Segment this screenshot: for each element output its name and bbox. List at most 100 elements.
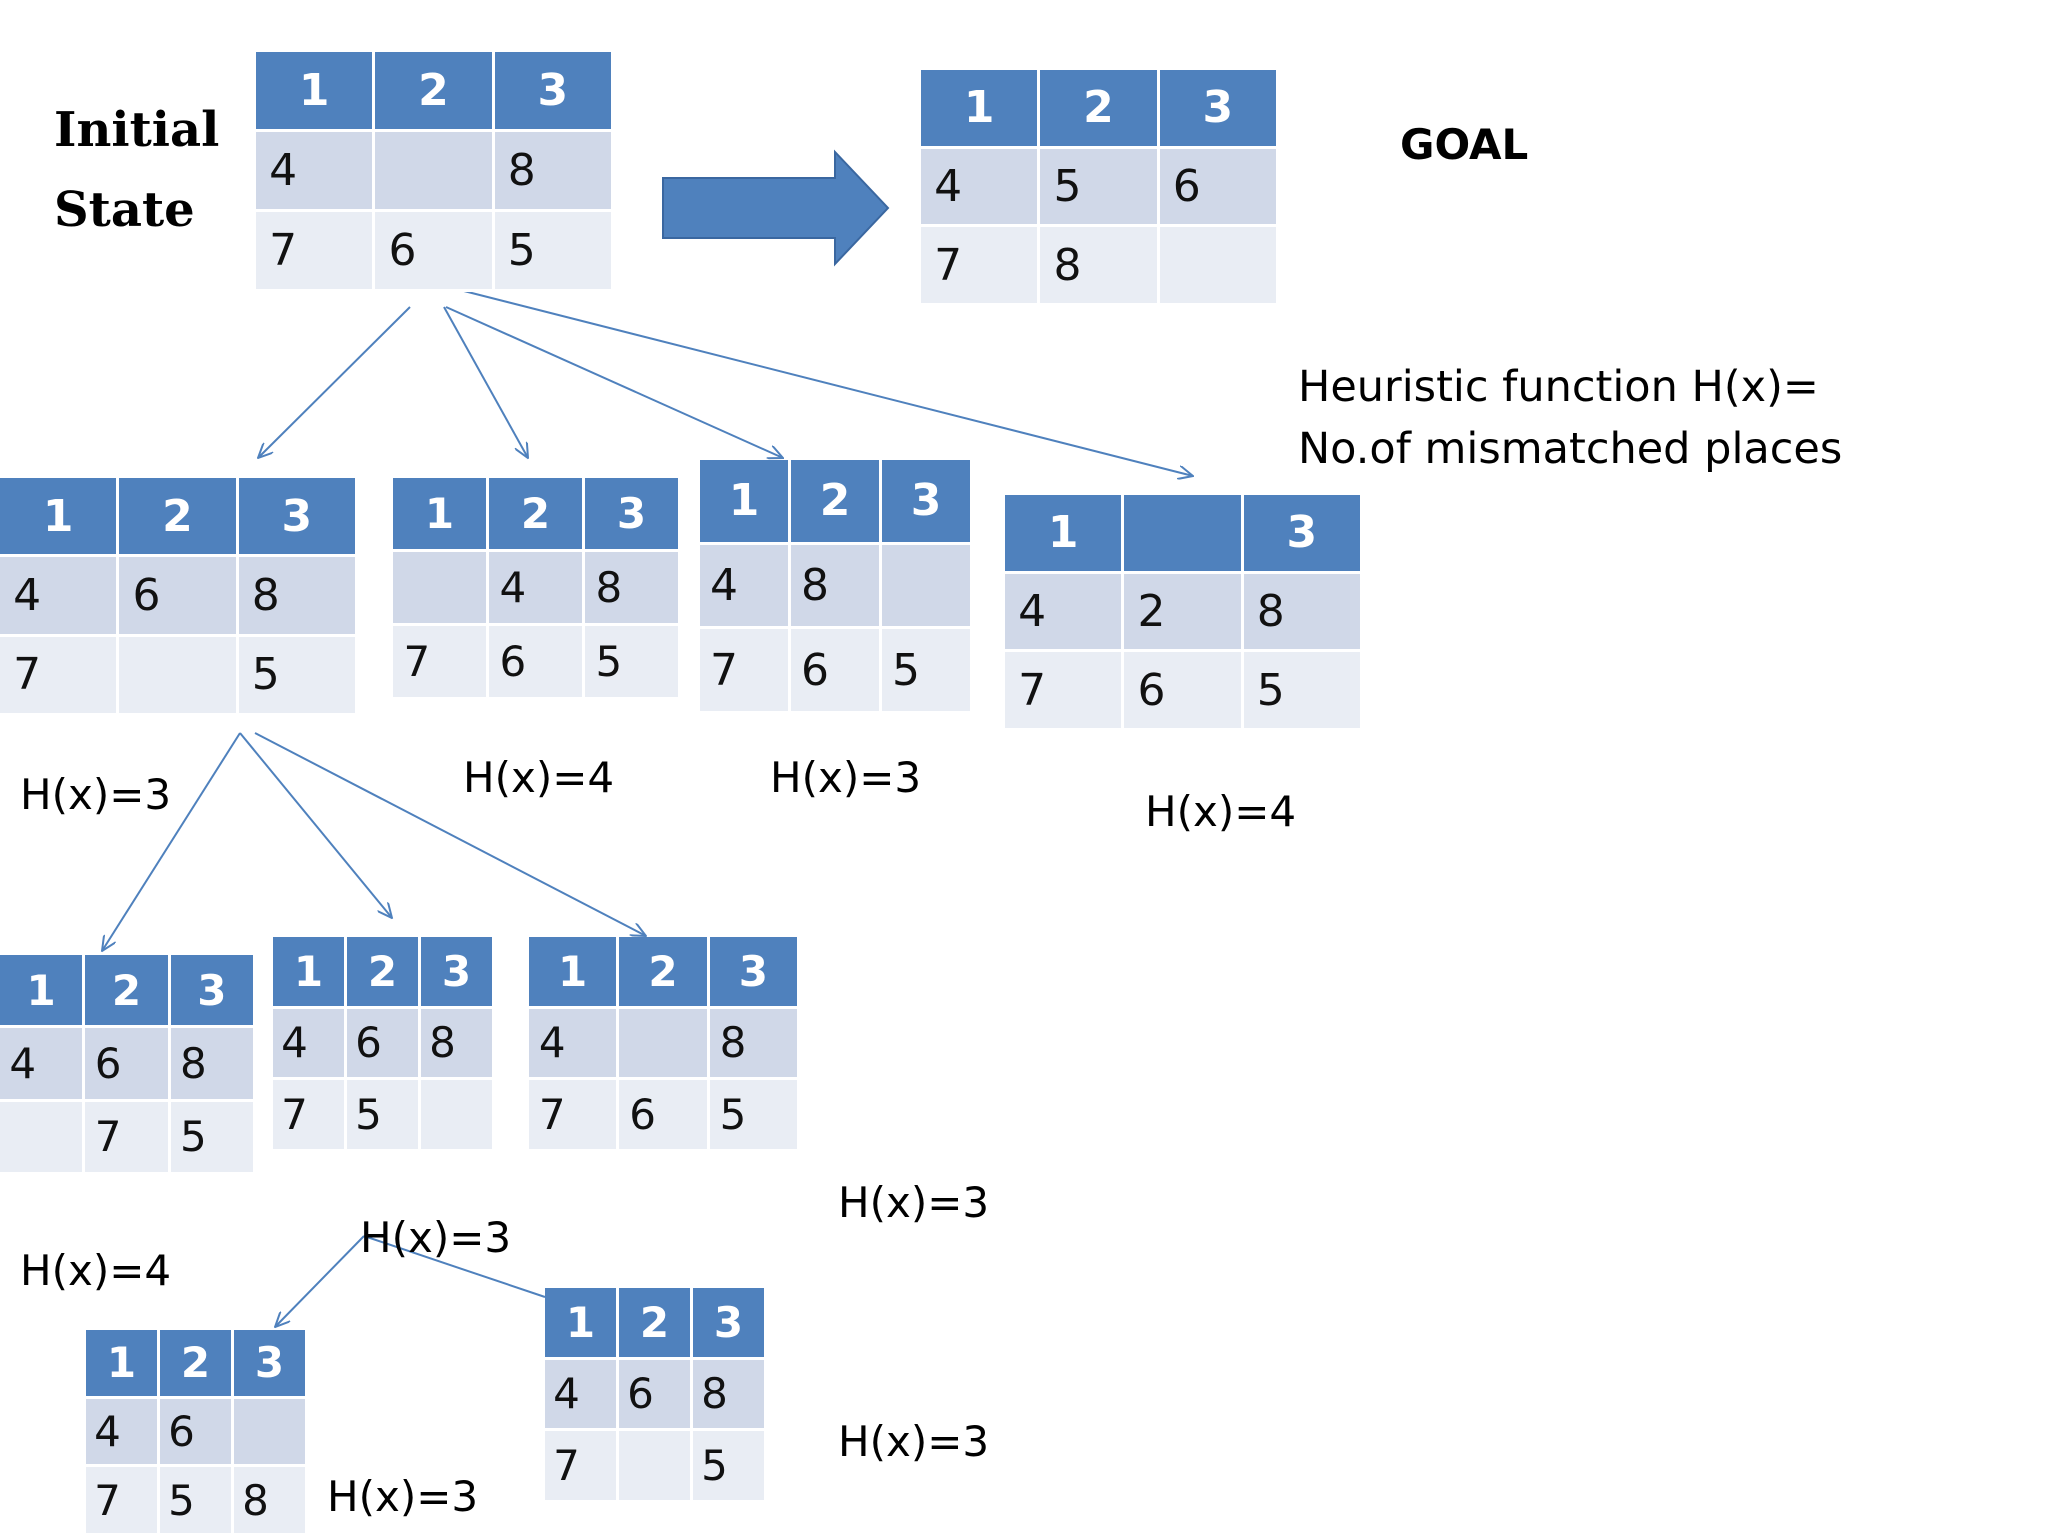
board-cell: 3 (585, 478, 681, 552)
board-cell: 3 (238, 478, 358, 558)
h-value-l2-a: H(x)=4 (20, 1246, 172, 1295)
board-cell: 7 (700, 629, 791, 714)
board-cell (119, 636, 239, 716)
board-cell: 1 (529, 937, 620, 1009)
board-cell: 8 (494, 132, 614, 212)
board-cell: 7 (545, 1431, 619, 1503)
board-cell: 2 (619, 1288, 693, 1360)
board-cell: 4 (545, 1359, 619, 1432)
board-cell: 2 (1040, 70, 1160, 149)
board-cell (421, 1080, 495, 1152)
board-cell: 4 (489, 552, 585, 626)
board-cell: 3 (494, 52, 614, 132)
edge-initial-to-l1-c (445, 306, 783, 458)
board-cell: 6 (791, 629, 882, 714)
board-cell: 6 (619, 1080, 710, 1152)
board-cell (393, 552, 489, 626)
board-cell: 2 (619, 937, 710, 1009)
edge-l2b-to-l3-b (363, 1235, 546, 1298)
board-cell: 4 (273, 1008, 347, 1081)
board-cell: 7 (273, 1080, 347, 1152)
h-value-l3-a: H(x)=3 (327, 1472, 479, 1521)
board-cell: 4 (256, 132, 376, 212)
board-cell: 6 (619, 1359, 693, 1432)
board-cell: 2 (489, 478, 585, 552)
edge-l1a-to-l2-a (102, 732, 241, 951)
board-cell: 3 (1243, 495, 1363, 574)
board-cell: 5 (494, 212, 614, 292)
board-cell: 3 (234, 1330, 308, 1399)
edge-initial-to-l1-a (258, 306, 411, 458)
board-cell: 7 (1005, 652, 1125, 731)
edge-l1a-to-l2-c (254, 732, 646, 936)
board-cell: 6 (119, 557, 239, 637)
board-cell: 8 (791, 544, 882, 630)
h-value-l1-b: H(x)=4 (463, 753, 615, 802)
board-cell: 2 (1124, 573, 1244, 653)
board-cell (234, 1398, 308, 1468)
board-cell: 3 (882, 460, 973, 545)
board-cell: 8 (709, 1008, 800, 1081)
initial-to-goal-arrow (662, 149, 890, 267)
board-cell: 2 (375, 52, 495, 132)
board-cell: 6 (347, 1008, 421, 1081)
board-cell: 5 (585, 626, 681, 700)
board-cell: 6 (85, 1028, 171, 1102)
board-cell: 3 (1159, 70, 1279, 149)
board-cell: 1 (0, 955, 86, 1029)
board-cell (1159, 227, 1279, 306)
board-cell: 5 (170, 1101, 256, 1175)
board-cell: 5 (693, 1431, 767, 1503)
heuristic-line2: No.of mismatched places (1298, 424, 1843, 474)
board-cell: 1 (86, 1330, 160, 1399)
board-cell: 7 (86, 1467, 160, 1536)
board-cell (1124, 495, 1244, 574)
edge-l2b-to-l3-a (275, 1235, 365, 1327)
board-cell: 7 (256, 212, 376, 292)
edge-initial-to-l1-b (443, 306, 528, 458)
board-cell: 5 (709, 1080, 800, 1152)
board-cell: 8 (234, 1467, 308, 1536)
h-value-l3-b: H(x)=3 (838, 1417, 990, 1466)
initial-state-title-line1: Initial (54, 102, 220, 158)
board-cell: 6 (160, 1398, 234, 1468)
board-cell: 4 (0, 557, 120, 637)
board-cell: 5 (1243, 652, 1363, 731)
h-value-l2-b: H(x)=3 (360, 1213, 512, 1262)
board-cell: 7 (85, 1101, 171, 1175)
board-cell: 8 (1243, 573, 1363, 653)
board-cell: 4 (1005, 573, 1125, 653)
board-cell: 5 (1040, 148, 1160, 228)
board-cell: 1 (700, 460, 791, 545)
goal-title: GOAL (1400, 120, 1529, 169)
board-cell: 7 (529, 1080, 620, 1152)
board-cell: 2 (347, 937, 421, 1009)
h-value-l1-d: H(x)=4 (1145, 787, 1297, 836)
board-cell: 1 (273, 937, 347, 1009)
board-cell: 3 (170, 955, 256, 1029)
h-value-l2-c: H(x)=3 (838, 1178, 990, 1227)
board-cell: 6 (375, 212, 495, 292)
board-cell: 1 (256, 52, 376, 132)
board-cell (882, 544, 973, 630)
board-cell: 4 (0, 1028, 86, 1102)
h-value-l1-a: H(x)=3 (20, 770, 172, 819)
board-cell: 5 (238, 636, 358, 716)
board-cell: 1 (545, 1288, 619, 1360)
board-cell: 1 (1005, 495, 1125, 574)
h-value-l1-c: H(x)=3 (770, 753, 922, 802)
board-cell: 4 (529, 1008, 620, 1081)
board-cell: 2 (160, 1330, 234, 1399)
board-cell: 8 (585, 552, 681, 626)
